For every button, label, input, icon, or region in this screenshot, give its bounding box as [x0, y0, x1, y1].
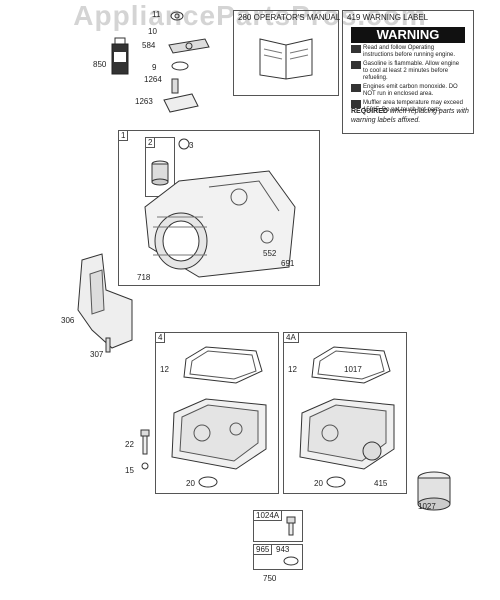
required-note: REQUIRED when replacing parts with warni…	[351, 107, 469, 125]
bushing-subbox-number: 2	[146, 138, 156, 148]
warning-line: Read and follow Operating instructions b…	[351, 45, 465, 59]
cylinder-block-icon	[144, 170, 296, 278]
callout-306: 306	[61, 316, 75, 325]
gasket-icon	[183, 346, 263, 384]
bolt-icon	[140, 429, 150, 470]
warning-line-text: Gasoline is flammable. Allow engine to c…	[363, 61, 460, 81]
kit-box-965: 965 943	[253, 544, 303, 570]
sump-icon	[171, 398, 267, 470]
flame-icon	[351, 61, 361, 69]
callout-1017: 1017	[344, 365, 362, 374]
plate-icon	[163, 93, 199, 113]
callout-1263: 1263	[135, 97, 153, 106]
clip-icon	[171, 61, 189, 71]
sump-box-4-number: 4	[156, 333, 166, 343]
sump-icon	[299, 398, 395, 470]
air-guide-icon	[77, 253, 133, 353]
callout-22: 22	[125, 440, 134, 449]
sump-box-4a-number: 4A	[284, 333, 299, 343]
warning-line: Gasoline is flammable. Allow engine to c…	[351, 61, 465, 82]
kit-box-965-number: 965	[254, 545, 273, 555]
rocker-arm-icon	[168, 38, 210, 54]
required-label: REQUIRED	[351, 108, 388, 115]
oil-bottle-icon	[111, 37, 129, 75]
book-icon	[259, 38, 313, 80]
gasket-icon	[311, 346, 391, 384]
warning-lines: Read and follow Operating instructions b…	[351, 45, 465, 114]
operators-manual-box: 280 OPERATOR'S MANUAL	[233, 10, 341, 96]
callout-850: 850	[93, 60, 107, 69]
warning-line: Muffler area temperature may exceed 150°…	[351, 100, 465, 114]
callout-307: 307	[90, 350, 104, 359]
sump-box-4a: 4A 12 1017 20 415	[283, 332, 407, 494]
read-manual-icon	[351, 45, 361, 53]
callout-415: 415	[374, 479, 388, 488]
warning-line: Engines emit carbon monoxide. DO NOT run…	[351, 84, 465, 98]
kit-box-1024a-number: 1024A	[254, 511, 283, 521]
required-text: when replacing parts with warning labels…	[351, 108, 469, 124]
cylinder-box-number: 1	[119, 131, 129, 141]
spring-washer-icon	[170, 11, 184, 21]
cylinder-block-box: 1 2 3 718 552 691	[118, 130, 320, 286]
callout-11: 11	[152, 10, 161, 19]
oil-seal-icon	[198, 476, 218, 488]
warning-title: WARNING LABEL	[362, 13, 429, 22]
callout-1264: 1264	[144, 75, 162, 84]
callout-552: 552	[263, 249, 277, 258]
callout-691: 691	[281, 259, 295, 268]
callout-3: 3	[189, 141, 194, 150]
seal-icon	[178, 138, 190, 150]
hot-surface-icon	[351, 100, 361, 108]
kit-box-1024a: 1024A	[253, 510, 303, 542]
drain-plug-icon	[286, 516, 296, 536]
manual-number: 280	[238, 13, 252, 22]
oil-filter-icon	[417, 471, 451, 511]
sump-box-4: 4 12 20	[155, 332, 279, 494]
callout-12: 12	[160, 365, 169, 374]
callout-20: 20	[186, 479, 195, 488]
fumes-icon	[351, 84, 361, 92]
callout-9: 9	[152, 63, 157, 72]
oil-seal-icon	[326, 476, 346, 488]
warning-line-text: Engines emit carbon monoxide. DO NOT run…	[363, 84, 458, 97]
kit-label-943: 943	[276, 545, 290, 554]
callout-15: 15	[125, 466, 134, 475]
warning-line-text: Read and follow Operating instructions b…	[363, 45, 456, 58]
warning-label-box: 419 WARNING LABEL WARNING Read and follo…	[342, 10, 474, 134]
callout-12: 12	[288, 365, 297, 374]
bushing-subbox: 2	[145, 137, 175, 197]
warning-number: 419	[347, 13, 361, 22]
callout-718: 718	[137, 273, 151, 282]
watermark: AppliancePartsPros.com	[73, 0, 427, 31]
callout-10: 10	[148, 27, 157, 36]
callout-584: 584	[142, 41, 156, 50]
washer-icon	[283, 556, 299, 566]
bushing-icon	[151, 160, 169, 186]
callout-1027: 1027	[418, 502, 436, 511]
warning-line-text: Muffler area temperature may exceed 150°…	[363, 100, 463, 113]
warning-banner: WARNING	[351, 27, 465, 43]
callout-20: 20	[314, 479, 323, 488]
callout-750: 750	[263, 574, 277, 583]
manual-title: OPERATOR'S MANUAL	[253, 13, 341, 22]
pin-icon	[171, 78, 179, 94]
